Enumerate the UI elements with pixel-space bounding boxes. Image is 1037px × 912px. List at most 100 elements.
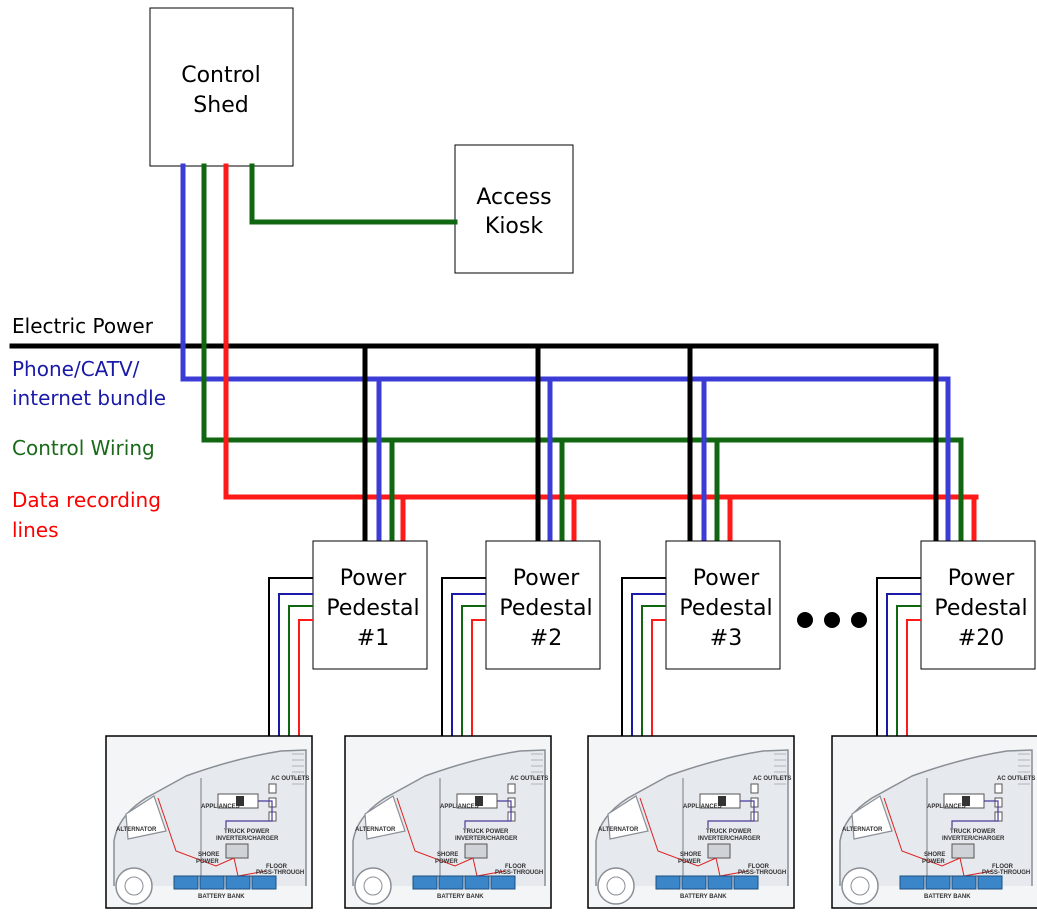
truck-label: ALTERNATOR: [598, 827, 639, 833]
truck-label: INVERTER/CHARGER: [942, 836, 1005, 842]
feed-wire: [299, 620, 313, 736]
kiosk-control-wire: [252, 166, 455, 222]
truck-label: PASS-THROUGH: [982, 870, 1030, 876]
outlet-icon: [508, 784, 515, 793]
battery-icon: [200, 876, 224, 889]
truck-label: AC OUTLETS: [510, 776, 548, 782]
feed-wire: [887, 594, 921, 736]
control-bus: [204, 166, 961, 440]
pedestal-label-number: #3: [710, 626, 742, 651]
truck-label: BATTERY BANK: [198, 894, 245, 900]
inverter-icon: [952, 844, 974, 858]
truck-label: POWER: [922, 859, 945, 865]
battery-icon: [252, 876, 276, 889]
battery-icon: [439, 876, 463, 889]
truck-panel-3: AC OUTLETSAPPLIANCESTRUCK POWERINVERTER/…: [588, 736, 794, 908]
inverter-icon: [708, 844, 730, 858]
pedestals: PowerPedestal#1PowerPedestal#2PowerPedes…: [313, 541, 1035, 669]
pedestal-label-line1: Power: [693, 566, 760, 591]
feed-wire: [897, 606, 921, 736]
truck-label: APPLIANCES: [683, 804, 722, 810]
pedestal-label-number: #1: [357, 626, 389, 651]
feed-wire: [462, 606, 486, 736]
truck-feed-wires: [442, 578, 486, 736]
hub-icon: [125, 877, 143, 895]
pedestal-label-line1: Power: [340, 566, 407, 591]
feed-wire: [632, 594, 666, 736]
truck-label: ALTERNATOR: [116, 827, 157, 833]
pedestal-label-number: #2: [530, 626, 562, 651]
access-kiosk-label-2: Kiosk: [485, 214, 543, 239]
feed-wire: [877, 578, 921, 736]
pedestal-label-line2: Pedestal: [934, 596, 1027, 621]
feed-wire: [269, 578, 313, 736]
pedestal-drops: [365, 346, 974, 541]
outlet-icon: [995, 784, 1002, 793]
hub-icon: [364, 877, 382, 895]
truck-feed-wires: [622, 578, 666, 736]
pedestal-label-line1: Power: [513, 566, 580, 591]
legend-data-line-2: lines: [12, 518, 59, 542]
legend-electric-power: Electric Power: [12, 314, 154, 338]
truck-label: POWER: [435, 859, 458, 865]
legend-phone-line-2: internet bundle: [12, 386, 166, 410]
hub-icon: [607, 877, 625, 895]
truck-label: SHORE: [924, 852, 945, 858]
truck-label: BATTERY BANK: [924, 894, 971, 900]
truck-label: INVERTER/CHARGER: [455, 836, 518, 842]
feed-wire: [622, 578, 666, 736]
feed-wire: [442, 578, 486, 736]
dots-icon: [797, 612, 867, 628]
truck-label: TRUCK POWER: [950, 829, 996, 835]
truck-label: ALTERNATOR: [355, 827, 396, 833]
truck-label: PASS-THROUGH: [495, 870, 543, 876]
battery-icon: [682, 876, 706, 889]
feed-wire: [279, 594, 313, 736]
battery-icon: [952, 876, 976, 889]
inverter-icon: [465, 844, 487, 858]
access-kiosk-label-1: Access: [476, 185, 551, 210]
truck-label: POWER: [678, 859, 701, 865]
feed-wire: [472, 620, 486, 736]
pedestal-label-line2: Pedestal: [499, 596, 592, 621]
battery-icon: [174, 876, 198, 889]
legend-data-line-1: Data recording: [12, 488, 161, 512]
feed-wire: [452, 594, 486, 736]
control-shed-label-1: Control: [181, 63, 261, 88]
truck-label: AC OUTLETS: [753, 776, 791, 782]
truck-label: TRUCK POWER: [706, 829, 752, 835]
truck-label: PASS-THROUGH: [738, 870, 786, 876]
truck-label: TRUCK POWER: [463, 829, 509, 835]
hub-icon: [851, 877, 869, 895]
battery-icon: [226, 876, 250, 889]
truck-label: BATTERY BANK: [437, 894, 484, 900]
truck-label: TRUCK POWER: [224, 829, 270, 835]
battery-icon: [708, 876, 732, 889]
truck-label: SHORE: [680, 852, 701, 858]
pedestal-label-number: #20: [958, 626, 1004, 651]
legend-phone-line-1: Phone/CATV/: [12, 357, 140, 381]
outlet-icon: [269, 784, 276, 793]
battery-icon: [491, 876, 515, 889]
feed-wire: [907, 620, 921, 736]
control-shed-label-2: Shed: [193, 93, 248, 118]
battery-icon: [734, 876, 758, 889]
battery-icon: [900, 876, 924, 889]
truck-label: PASS-THROUGH: [256, 870, 304, 876]
battery-icon: [465, 876, 489, 889]
truck-label: AC OUTLETS: [271, 776, 309, 782]
truck-label: APPLIANCES: [201, 804, 240, 810]
battery-icon: [656, 876, 680, 889]
truck-label: APPLIANCES: [927, 804, 966, 810]
pedestal-label-line1: Power: [948, 566, 1015, 591]
battery-icon: [926, 876, 950, 889]
inverter-icon: [226, 844, 248, 858]
outlet-icon: [751, 784, 758, 793]
feed-wire: [652, 620, 666, 736]
